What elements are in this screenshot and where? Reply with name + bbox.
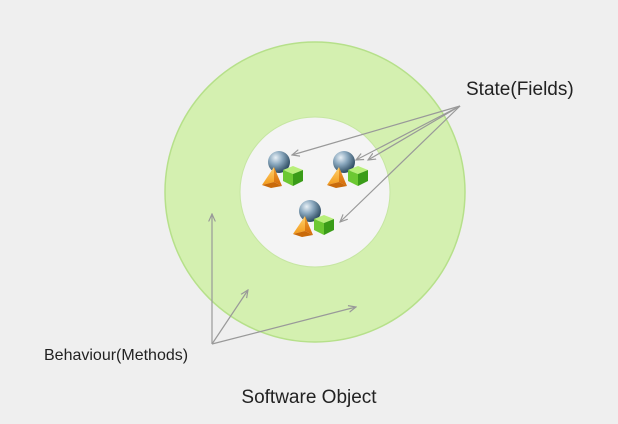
state-arrow	[292, 105, 461, 155]
state-circle	[239, 116, 391, 268]
software-object-label: Software Object	[241, 387, 377, 408]
behaviour-arrow	[211, 307, 356, 345]
state-arrow	[356, 105, 461, 160]
behaviour-arrow	[211, 290, 248, 345]
behaviour-methods-label: Behaviour(Methods)	[44, 347, 189, 364]
state-fields-label: State(Fields)	[466, 79, 574, 100]
state-arrow	[340, 105, 461, 222]
behaviour-arrows	[211, 214, 356, 345]
state-arrow	[368, 105, 461, 160]
state-arrows	[292, 105, 461, 222]
